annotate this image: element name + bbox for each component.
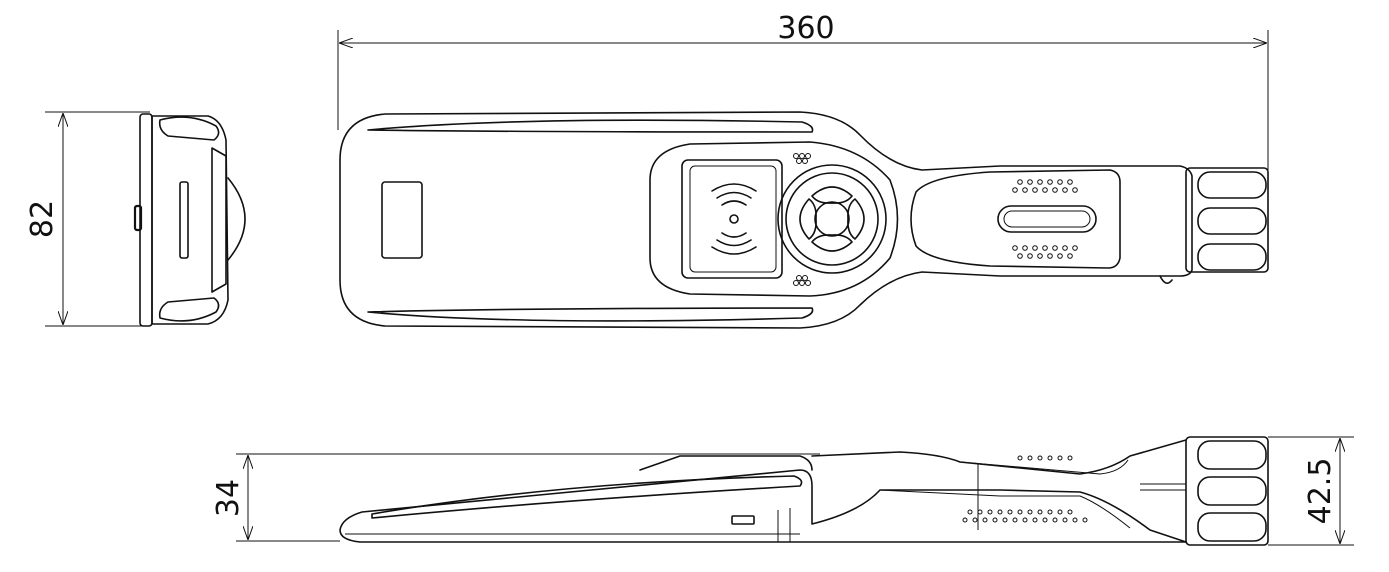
side-speaker-holes xyxy=(962,455,1088,523)
top-view xyxy=(339,111,1269,329)
dimension-height-body-label: 34 xyxy=(211,479,246,517)
dimension-width-label: 82 xyxy=(25,200,60,238)
keypad-icon xyxy=(777,164,887,274)
dimension-height-head-label: 42.5 xyxy=(1303,458,1338,525)
screw-dots xyxy=(793,153,811,286)
rfid-icon xyxy=(711,183,757,255)
side-view: 34 42.5 xyxy=(211,436,1354,546)
dimension-length-label: 360 xyxy=(777,11,834,46)
end-view: 82 xyxy=(25,111,246,327)
speaker-holes xyxy=(1012,179,1078,259)
dimension-length: 360 xyxy=(337,11,1269,170)
